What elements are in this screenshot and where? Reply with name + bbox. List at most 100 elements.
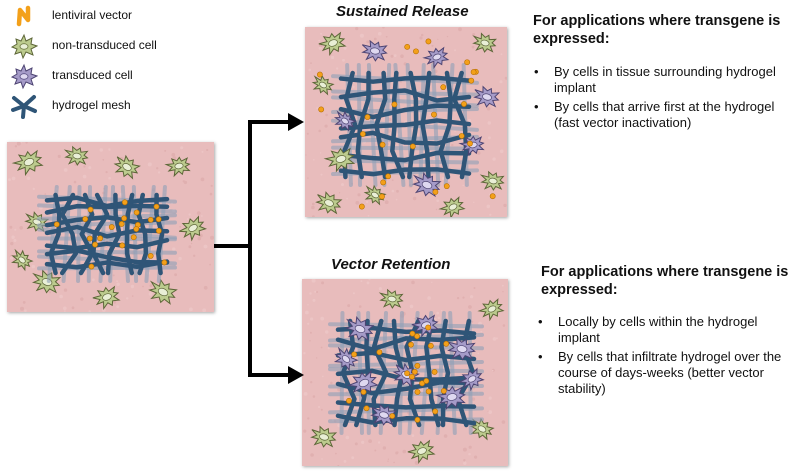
lentiviral-vector <box>351 351 358 358</box>
lentiviral-vector <box>130 234 137 241</box>
hydrogel-mesh-icon <box>11 95 37 119</box>
tissue-illustration <box>7 142 214 312</box>
non-transduced-cell <box>323 147 356 173</box>
lentiviral-vector <box>87 206 94 213</box>
lentiviral-vector <box>97 235 104 242</box>
lentiviral-vector <box>408 341 414 348</box>
arrow-top-head <box>288 113 304 131</box>
lentiviral-vector <box>489 193 496 200</box>
lentiviral-vector <box>118 221 125 227</box>
lentiviral-vector <box>425 388 432 395</box>
lentiviral-vector <box>443 183 450 190</box>
arrow-bottom-head <box>288 366 304 384</box>
lentiviral-vector <box>425 38 432 45</box>
non-transduced-cell <box>472 32 498 53</box>
sustained-release-bullets: By cells in tissue surrounding hydrogel … <box>528 64 790 134</box>
lentiviral-vector <box>379 193 385 200</box>
lentiviral-vector <box>358 203 365 210</box>
non-transduced-cell <box>179 215 207 242</box>
transduced-cell-icon <box>10 63 38 90</box>
lentiviral-vector <box>409 373 415 380</box>
lentiviral-vector-icon <box>16 5 31 27</box>
lentiviral-vector <box>470 69 477 75</box>
lentiviral-vector <box>88 263 95 270</box>
lentiviral-vector <box>385 173 392 180</box>
non-transduced-cell <box>477 298 505 322</box>
lentiviral-vector <box>133 226 140 232</box>
branching-arrows <box>214 113 304 384</box>
lentiviral-vector <box>121 215 128 222</box>
non-transduced-cell <box>164 156 191 178</box>
lentiviral-vector <box>414 416 421 423</box>
tissue-illustration <box>305 27 507 217</box>
transduced-cell <box>411 172 442 198</box>
lentiviral-vector <box>316 71 323 78</box>
non-transduced-cell <box>315 191 343 215</box>
lentiviral-vector <box>458 133 465 139</box>
vector-retention-title: Vector Retention <box>331 256 451 273</box>
lentiviral-vector <box>376 349 383 356</box>
non-transduced-cell <box>479 170 505 191</box>
lentiviral-vector <box>414 333 420 340</box>
lentiviral-vector <box>432 408 439 415</box>
lentiviral-vector <box>121 199 128 206</box>
vector-retention-panel <box>302 279 508 466</box>
sustained-release-heading: For applications where transgene is expr… <box>533 13 781 47</box>
non-transduced-cell <box>310 425 338 448</box>
non-transduced-cell <box>378 288 404 309</box>
lentiviral-vector <box>409 330 416 337</box>
lentiviral-vector <box>363 405 370 412</box>
lentiviral-vector <box>346 397 352 404</box>
non-transduced-cell <box>311 74 335 96</box>
non-transduced-cell <box>469 417 495 441</box>
lentiviral-vector <box>411 368 418 375</box>
lentiviral-vector <box>82 216 89 222</box>
lentiviral-vector <box>360 389 367 395</box>
lentiviral-vector <box>119 242 126 249</box>
vector-retention-heading: For applications where transgene is expr… <box>541 264 789 298</box>
legend-item-non-transduced <box>10 32 38 60</box>
lentiviral-vector <box>464 59 471 66</box>
lentiviral-vector <box>391 101 398 108</box>
lentiviral-vector <box>379 141 386 148</box>
lentiviral-vector <box>53 221 60 228</box>
legend-label-non-transduced: non-transduced cell <box>52 38 157 52</box>
non-transduced-cell <box>438 196 466 217</box>
non-transduced-cell-icon <box>10 33 38 60</box>
lentiviral-vector <box>147 216 154 223</box>
lentiviral-vector <box>440 84 447 91</box>
sustained-release-panel <box>305 27 507 217</box>
transduced-cell <box>446 336 476 361</box>
lentiviral-vector <box>427 342 434 349</box>
lentiviral-vector <box>380 179 387 186</box>
hydrogel-mesh <box>331 63 479 187</box>
legend-label-vector: lentiviral vector <box>52 8 133 22</box>
lentiviral-vector <box>467 140 473 147</box>
legend-item-transduced <box>10 62 38 90</box>
lentiviral-vector <box>409 143 416 150</box>
transduced-cell <box>422 46 450 69</box>
sustained-release-title: Sustained Release <box>336 3 469 20</box>
non-transduced-cell <box>11 248 34 272</box>
lentiviral-vector <box>413 48 419 55</box>
lentiviral-vector <box>423 378 430 384</box>
lentiviral-vector <box>414 389 421 395</box>
non-transduced-cell <box>92 285 121 311</box>
hydrogel-mesh <box>37 185 177 283</box>
transduced-cell <box>457 367 485 392</box>
vector-retention-bullets: Locally by cells within the hydrogel imp… <box>532 314 794 400</box>
transduced-cell <box>361 39 388 62</box>
non-transduced-cell <box>407 439 436 465</box>
lentiviral-vector <box>404 370 410 377</box>
lentiviral-vector <box>432 189 439 195</box>
lentiviral-vector <box>443 340 450 347</box>
lentiviral-vector <box>108 224 115 230</box>
transduced-cell <box>346 370 379 398</box>
transduced-cell <box>333 110 357 132</box>
non-transduced-cell <box>318 31 347 57</box>
tissue-illustration <box>302 279 508 466</box>
bullet-item: By cells in tissue surrounding hydrogel … <box>528 64 790 96</box>
initial-hydrogel-panel <box>7 142 214 312</box>
lentiviral-vector <box>431 369 438 375</box>
legend-item-mesh <box>10 92 38 120</box>
